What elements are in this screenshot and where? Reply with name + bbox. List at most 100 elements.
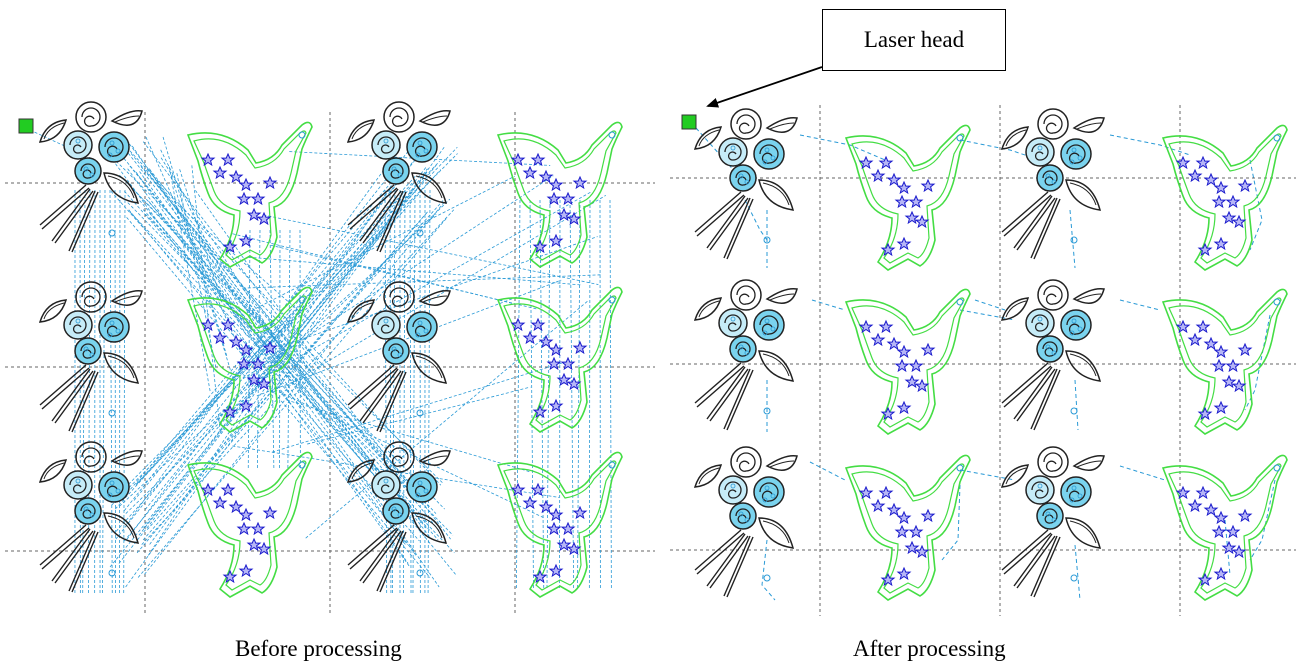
laser-path-route [811,299,846,311]
laser-path-segment [138,202,404,536]
dove-shape [846,289,970,434]
shapes-after [694,108,1287,600]
laser-path-segment [577,199,581,591]
laser-path-segment [141,209,455,545]
laser-path-segment [123,143,415,512]
laser-path-segment [149,212,439,541]
dove-shape [188,452,312,597]
laser-path-segment [126,146,442,486]
laser-head-callout: Laser head [822,9,1006,71]
rose-bouquet [347,281,451,433]
dove-shape [498,287,622,432]
laser-path-segment [409,189,412,596]
laser-path-segment [125,145,446,588]
rose-bouquet [1001,108,1105,260]
laser-path-segment [176,173,217,370]
laser-path-segment [121,145,403,501]
rose-bouquet [694,279,798,431]
laser-path-segment [126,169,408,540]
caption-before: Before processing [235,636,402,661]
laser-path-segment [127,168,406,545]
laser-path-segment [179,169,222,301]
dove-shape [188,122,312,267]
laser-path-segment [123,190,414,542]
laser-path-segment [160,157,328,423]
laser-path-segment [246,175,515,314]
laser-path-segment [149,168,248,337]
rose-bouquet [694,446,798,598]
panel-before [5,101,655,616]
rose-bouquet [1001,446,1105,598]
laser-path-segment [195,190,322,368]
laser-path-segment [135,146,458,486]
dove-shape [498,122,622,267]
panel-after [670,105,1296,616]
laser-path-segment [232,233,515,305]
laser-path-segment [569,199,575,591]
laser-path-route [1069,209,1076,269]
laser-paths-after [695,127,1276,601]
laser-path-segment [102,189,106,596]
laser-path-segment [129,165,427,529]
dove-shape [846,455,970,600]
laser-path-segment [248,256,581,286]
laser-path-segment [29,129,96,161]
laser-path-route [959,469,1016,481]
laser-path-segment [124,190,405,510]
laser-path-segment [137,217,448,578]
laser-path-segment [403,189,406,596]
laser-path-segment [110,190,420,542]
laser-path-segment [168,166,211,394]
shapes-before [39,101,622,597]
laser-head-marker [18,118,34,134]
laser-path-segment [142,212,427,541]
laser-path-segment [146,198,437,514]
laser-path-route [1109,134,1191,156]
laser-path-route [1249,479,1276,561]
laser-path-segment [427,189,431,596]
laser-path-segment [144,190,406,510]
rose-bouquet [1001,279,1105,431]
laser-path-segment [123,189,126,596]
laser-path-segment [128,209,408,545]
rose-bouquet [694,108,798,260]
laser-path-route [1244,314,1271,411]
rose-bouquet [39,281,143,433]
laser-path-segment [111,209,406,506]
laser-path-segment [238,372,545,519]
laser-path-segment [412,189,416,596]
laser-path-segment [142,209,411,506]
dove-shape [1163,289,1287,434]
laser-path-segment [162,136,228,357]
rose-bouquet [39,441,143,593]
laser-path-segment [125,180,412,485]
laser-path-segment [136,180,415,485]
laser-path-segment [529,199,534,591]
laser-path-segment [82,189,86,596]
laser-path-segment [109,189,113,596]
laser-path-route [1074,544,1081,601]
laser-path-route [1074,379,1079,431]
laser-path-route [744,199,768,241]
laser-path-segment [125,198,451,514]
rose-bouquet [39,101,143,253]
callout-arrow [706,66,823,108]
laser-path-segment [147,171,401,556]
grid-lines-before [5,112,655,616]
laser-path-segment [272,361,568,453]
laser-path-segment [126,146,401,525]
laser-path-route [761,539,776,601]
caption-after: After processing [853,636,1006,661]
rose-bouquet [347,441,451,593]
laser-path-segment [114,189,116,596]
laser-path-route [941,484,961,561]
laser-path-segment [149,168,428,545]
laser-path-segment [261,191,592,379]
laser-path-route [974,299,1006,311]
laser-head-marker [681,114,697,130]
laser-path-route [1119,465,1166,481]
laser-path-segment [115,141,430,540]
laser-path-segment [160,149,240,308]
laser-path-segment [256,279,562,397]
